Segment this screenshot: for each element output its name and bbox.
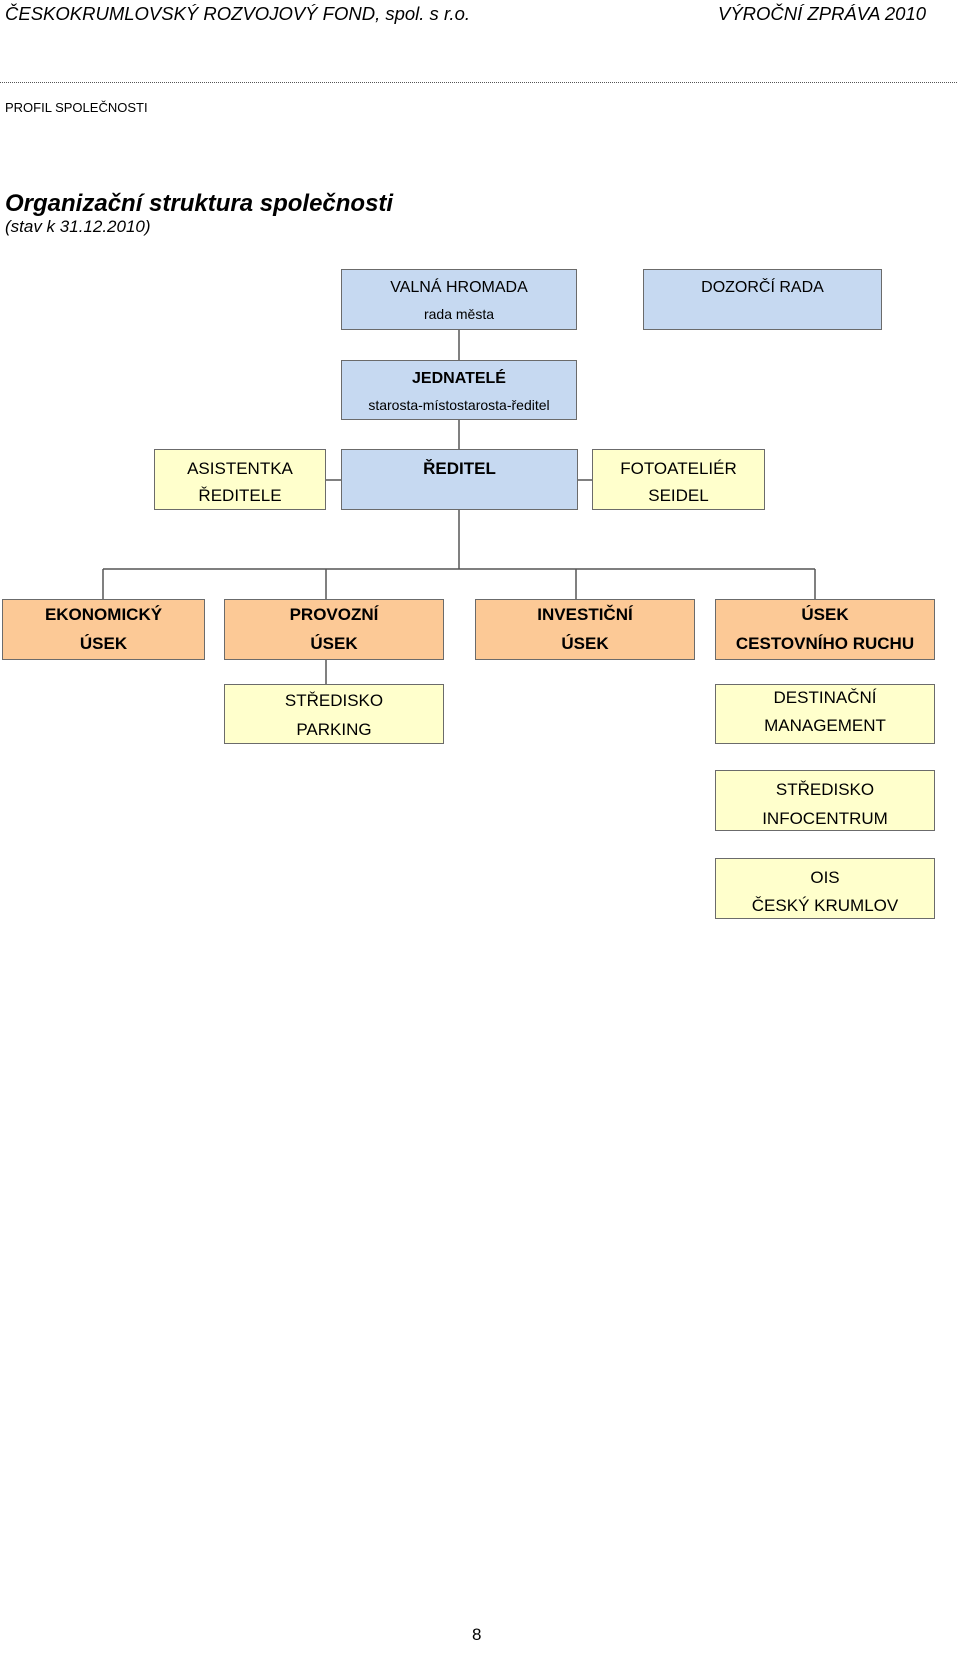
box-stredisko-infocentrum: STŘEDISKO INFOCENTRUM — [715, 770, 935, 831]
box-fotoatelier: FOTOATELIÉR SEIDEL — [592, 449, 765, 510]
box-parking-line1: STŘEDISKO — [284, 691, 384, 710]
box-jednatele-title: JEDNATELÉ — [412, 370, 506, 387]
box-ekonomicky-line2: ÚSEK — [79, 634, 128, 653]
page-number: 8 — [472, 1625, 482, 1644]
box-jednatele-subtitle: starosta-místostarosta-ředitel — [368, 397, 550, 413]
box-fotoatelier-line2: SEIDEL — [648, 486, 709, 505]
header-divider — [0, 82, 957, 83]
box-investicni-line2: ÚSEK — [561, 634, 609, 653]
box-infocentrum-line1: STŘEDISKO — [775, 780, 875, 799]
box-dozorci-rada: DOZORČÍ RADA — [643, 269, 882, 330]
box-destinacni-line1: DESTINAČNÍ — [773, 688, 877, 707]
box-cestovni-ruch: ÚSEK CESTOVNÍHO RUCHU — [715, 599, 935, 660]
box-ekonomicky-line1: EKONOMICKÝ — [44, 605, 163, 624]
box-reditel-title: ŘEDITEL — [423, 459, 496, 478]
header-report: VÝROČNÍ ZPRÁVA 2010 — [718, 3, 927, 24]
box-dozorci-rada-title: DOZORČÍ RADA — [701, 279, 824, 296]
box-asistentka-line2: ŘEDITELE — [198, 486, 282, 505]
box-ois-cesky-krumlov: OIS ČESKÝ KRUMLOV — [715, 858, 935, 919]
box-investicni-usek: INVESTIČNÍ ÚSEK — [475, 599, 695, 660]
box-provozni-line1: PROVOZNÍ — [289, 605, 379, 624]
box-fotoatelier-line1: FOTOATELIÉR — [620, 459, 737, 478]
section-label: PROFIL SPOLEČNOSTI — [5, 100, 148, 115]
box-ois-line2: ČESKÝ KRUMLOV — [751, 896, 899, 915]
box-investicni-line1: INVESTIČNÍ — [537, 605, 633, 624]
box-asistentka: ASISTENTKA ŘEDITELE — [154, 449, 326, 510]
box-reditel: ŘEDITEL — [341, 449, 578, 510]
header-company: ČESKOKRUMLOVSKÝ ROZVOJOVÝ FOND, spol. s … — [5, 3, 470, 24]
box-cestovni-line1: ÚSEK — [801, 605, 849, 624]
box-destinacni-line2: MANAGEMENT — [764, 716, 886, 735]
page-title: Organizační struktura společnosti — [5, 190, 394, 217]
box-jednatele: JEDNATELÉ starosta-místostarosta-ředitel — [341, 360, 577, 420]
box-cestovni-line2: CESTOVNÍHO RUCHU — [735, 634, 915, 653]
box-ekonomicky-usek: EKONOMICKÝ ÚSEK — [2, 599, 205, 660]
box-valna-hromada-title: VALNÁ HROMADA — [390, 279, 528, 296]
box-valna-hromada-subtitle: rada města — [423, 306, 495, 322]
box-ois-line1: OIS — [810, 868, 840, 887]
box-valna-hromada: VALNÁ HROMADA rada města — [341, 269, 577, 330]
page-subtitle: (stav k 31.12.2010) — [5, 217, 151, 236]
box-provozni-usek: PROVOZNÍ ÚSEK — [224, 599, 444, 660]
box-infocentrum-line2: INFOCENTRUM — [762, 809, 888, 828]
box-parking-line2: PARKING — [296, 720, 372, 739]
box-provozni-line2: ÚSEK — [310, 634, 358, 653]
box-destinacni-management: DESTINAČNÍ MANAGEMENT — [715, 684, 935, 744]
box-stredisko-parking: STŘEDISKO PARKING — [224, 684, 444, 744]
box-asistentka-line1: ASISTENTKA — [187, 459, 293, 478]
